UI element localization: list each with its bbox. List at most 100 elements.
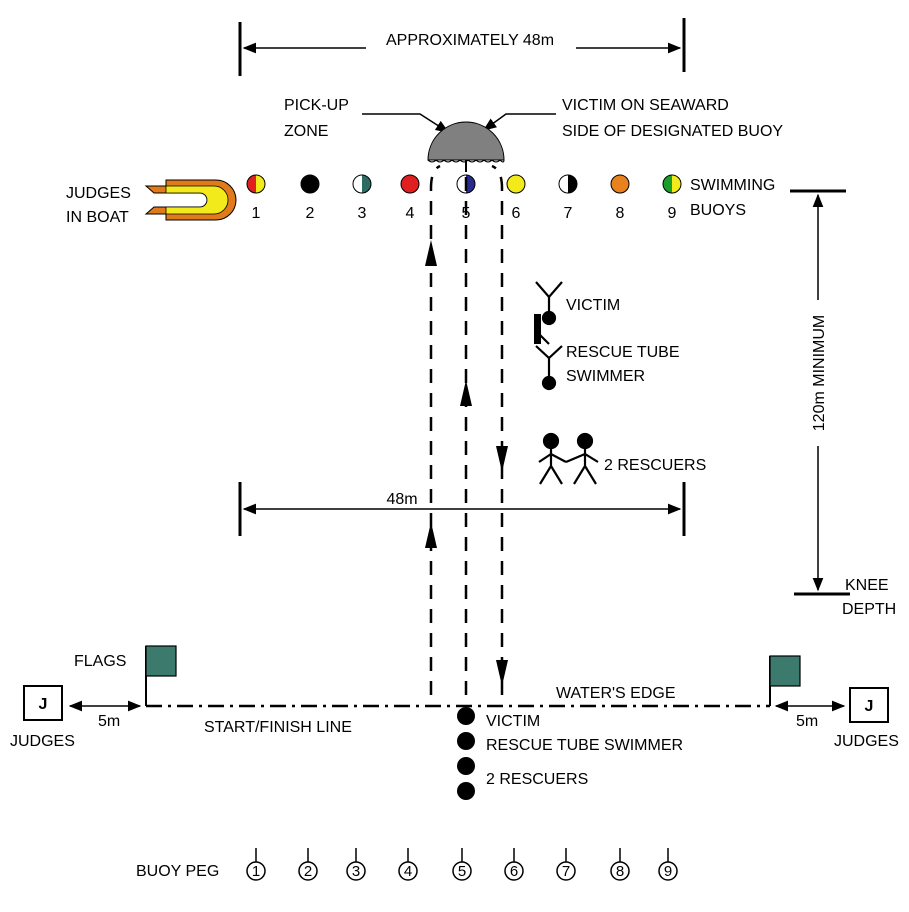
buoy-1: 1 <box>246 174 266 222</box>
peg-number-5: 5 <box>458 863 466 880</box>
knee-depth-line2: DEPTH <box>842 601 896 618</box>
victim-figure-icon <box>535 281 563 326</box>
victim-legend-label: VICTIM <box>566 297 620 314</box>
buoy-number-8: 8 <box>616 205 625 222</box>
buoy-number-6: 6 <box>512 205 521 222</box>
buoy-peg-1: 1 <box>246 848 266 881</box>
judge-box-letter: J <box>865 698 874 715</box>
judges-label-right: JUDGES <box>834 733 899 750</box>
depth-dimension: 120m MINIMUM KNEE DEPTH <box>790 189 896 618</box>
arrow-down-right-bottom <box>496 660 508 686</box>
flags-label: FLAGS <box>74 653 126 670</box>
left-flag: FLAGS <box>74 645 177 706</box>
buoy-peg-9: 9 <box>658 848 678 881</box>
start-order-rescuers: 2 RESCUERS <box>486 771 588 788</box>
rescue-tube-label-line1: RESCUE TUBE <box>566 344 680 361</box>
course-width-label: APPROXIMATELY 48m <box>386 32 554 49</box>
buoy-peg-7: 7 <box>556 848 576 881</box>
distance-48m-dimension: 48m <box>238 482 686 536</box>
buoy-8: 8 <box>610 174 630 222</box>
buoy-number-2: 2 <box>306 205 315 222</box>
course-width-dimension: APPROXIMATELY 48m <box>238 18 686 76</box>
peg-number-8: 8 <box>616 863 624 880</box>
buoy-7: 7 <box>558 174 578 222</box>
boat-icon <box>144 179 237 221</box>
arrow-up-left-top <box>425 240 437 266</box>
buoy-number-4: 4 <box>406 205 415 222</box>
judges-left: J JUDGES 5m <box>10 685 142 750</box>
buoy-9: 9 <box>662 174 682 222</box>
start-finish-label: START/FINISH LINE <box>204 719 352 736</box>
pickup-zone-label-line2: ZONE <box>284 123 328 140</box>
victim-seaward-label-line1: VICTIM ON SEAWARD <box>562 97 729 114</box>
start-order: VICTIM RESCUE TUBE SWIMMER 2 RESCUERS <box>457 707 683 800</box>
judge-box <box>23 685 63 721</box>
peg-number-6: 6 <box>510 863 518 880</box>
judges-label-left: JUDGES <box>10 733 75 750</box>
buoy-peg-2: 2 <box>298 848 318 881</box>
buoy-6: 6 <box>506 174 526 222</box>
judges-in-boat-line2: IN BOAT <box>66 209 129 226</box>
buoy-3: 3 <box>352 174 372 222</box>
rescue-tube-swimmer-icon <box>534 314 563 391</box>
arrow-up-left-bottom <box>425 522 437 548</box>
waters-edge-label: WATER'S EDGE <box>556 685 676 702</box>
peg-number-1: 1 <box>252 863 260 880</box>
pickup-zone-callout: PICK-UP ZONE <box>284 97 450 140</box>
rescuers-icon <box>538 432 599 485</box>
start-order-rescue-tube: RESCUE TUBE SWIMMER <box>486 737 683 754</box>
offset-5m-right: 5m <box>796 713 818 730</box>
flag-icon <box>145 645 177 677</box>
distance-48m-label: 48m <box>386 491 417 508</box>
judge-box-letter: J <box>39 696 48 713</box>
buoy-number-1: 1 <box>252 205 261 222</box>
offset-5m-left: 5m <box>98 713 120 730</box>
peg-number-7: 7 <box>562 863 570 880</box>
arrow-up-middle <box>460 380 472 406</box>
legend-victim: VICTIM <box>535 281 620 326</box>
rescue-tube-label-line2: SWIMMER <box>566 368 645 385</box>
start-dot-victim <box>457 707 475 725</box>
legend-rescuers: 2 RESCUERS <box>538 432 706 485</box>
right-flag <box>769 655 801 706</box>
victim-seaward-callout: VICTIM ON SEAWARD SIDE OF DESIGNATED BUO… <box>482 97 783 140</box>
arrow-down-right-top <box>496 446 508 472</box>
buoy-4: 4 <box>400 174 420 222</box>
swimming-buoys-label-line1: SWIMMING <box>690 177 775 194</box>
victim-seaward-label-line2: SIDE OF DESIGNATED BUOY <box>562 123 783 140</box>
flag-icon <box>769 655 801 687</box>
peg-number-9: 9 <box>664 863 672 880</box>
buoy-peg-5: 5 <box>452 848 472 881</box>
judges-right: J JUDGES 5m <box>774 687 899 750</box>
buoy-peg-label: BUOY PEG <box>136 863 219 880</box>
judge-box <box>849 687 889 723</box>
peg-number-4: 4 <box>404 863 412 880</box>
depth-label: 120m MINIMUM <box>811 315 828 431</box>
buoy-number-7: 7 <box>564 205 573 222</box>
judges-boat: JUDGES IN BOAT <box>66 179 237 226</box>
waters-edge-line: WATER'S EDGE START/FINISH LINE <box>146 685 770 736</box>
buoy-peg-6: 6 <box>504 848 524 881</box>
rescuers-legend-label: 2 RESCUERS <box>604 457 706 474</box>
swimming-buoys-label-line2: BUOYS <box>690 202 746 219</box>
peg-number-2: 2 <box>304 863 312 880</box>
buoy-peg-8: 8 <box>610 848 630 881</box>
buoy-peg-3: 3 <box>346 848 366 881</box>
buoy-pegs-row: 1 2 3 4 5 6 7 8 9 <box>246 848 678 881</box>
buoy-number-9: 9 <box>668 205 677 222</box>
peg-number-3: 3 <box>352 863 360 880</box>
pickup-zone-label-line1: PICK-UP <box>284 97 349 114</box>
start-dot-rescuer-2 <box>457 782 475 800</box>
legend-rescue-tube-swimmer: RESCUE TUBE SWIMMER <box>534 314 680 391</box>
swim-paths <box>425 164 508 695</box>
start-dot-rescuer-1 <box>457 757 475 775</box>
start-order-victim: VICTIM <box>486 713 540 730</box>
buoy-number-3: 3 <box>358 205 367 222</box>
pickup-zone-dome <box>427 121 505 172</box>
knee-depth-line1: KNEE <box>845 577 889 594</box>
judges-in-boat-line1: JUDGES <box>66 185 131 202</box>
buoy-2: 2 <box>300 174 320 222</box>
buoy-peg-4: 4 <box>398 848 418 881</box>
